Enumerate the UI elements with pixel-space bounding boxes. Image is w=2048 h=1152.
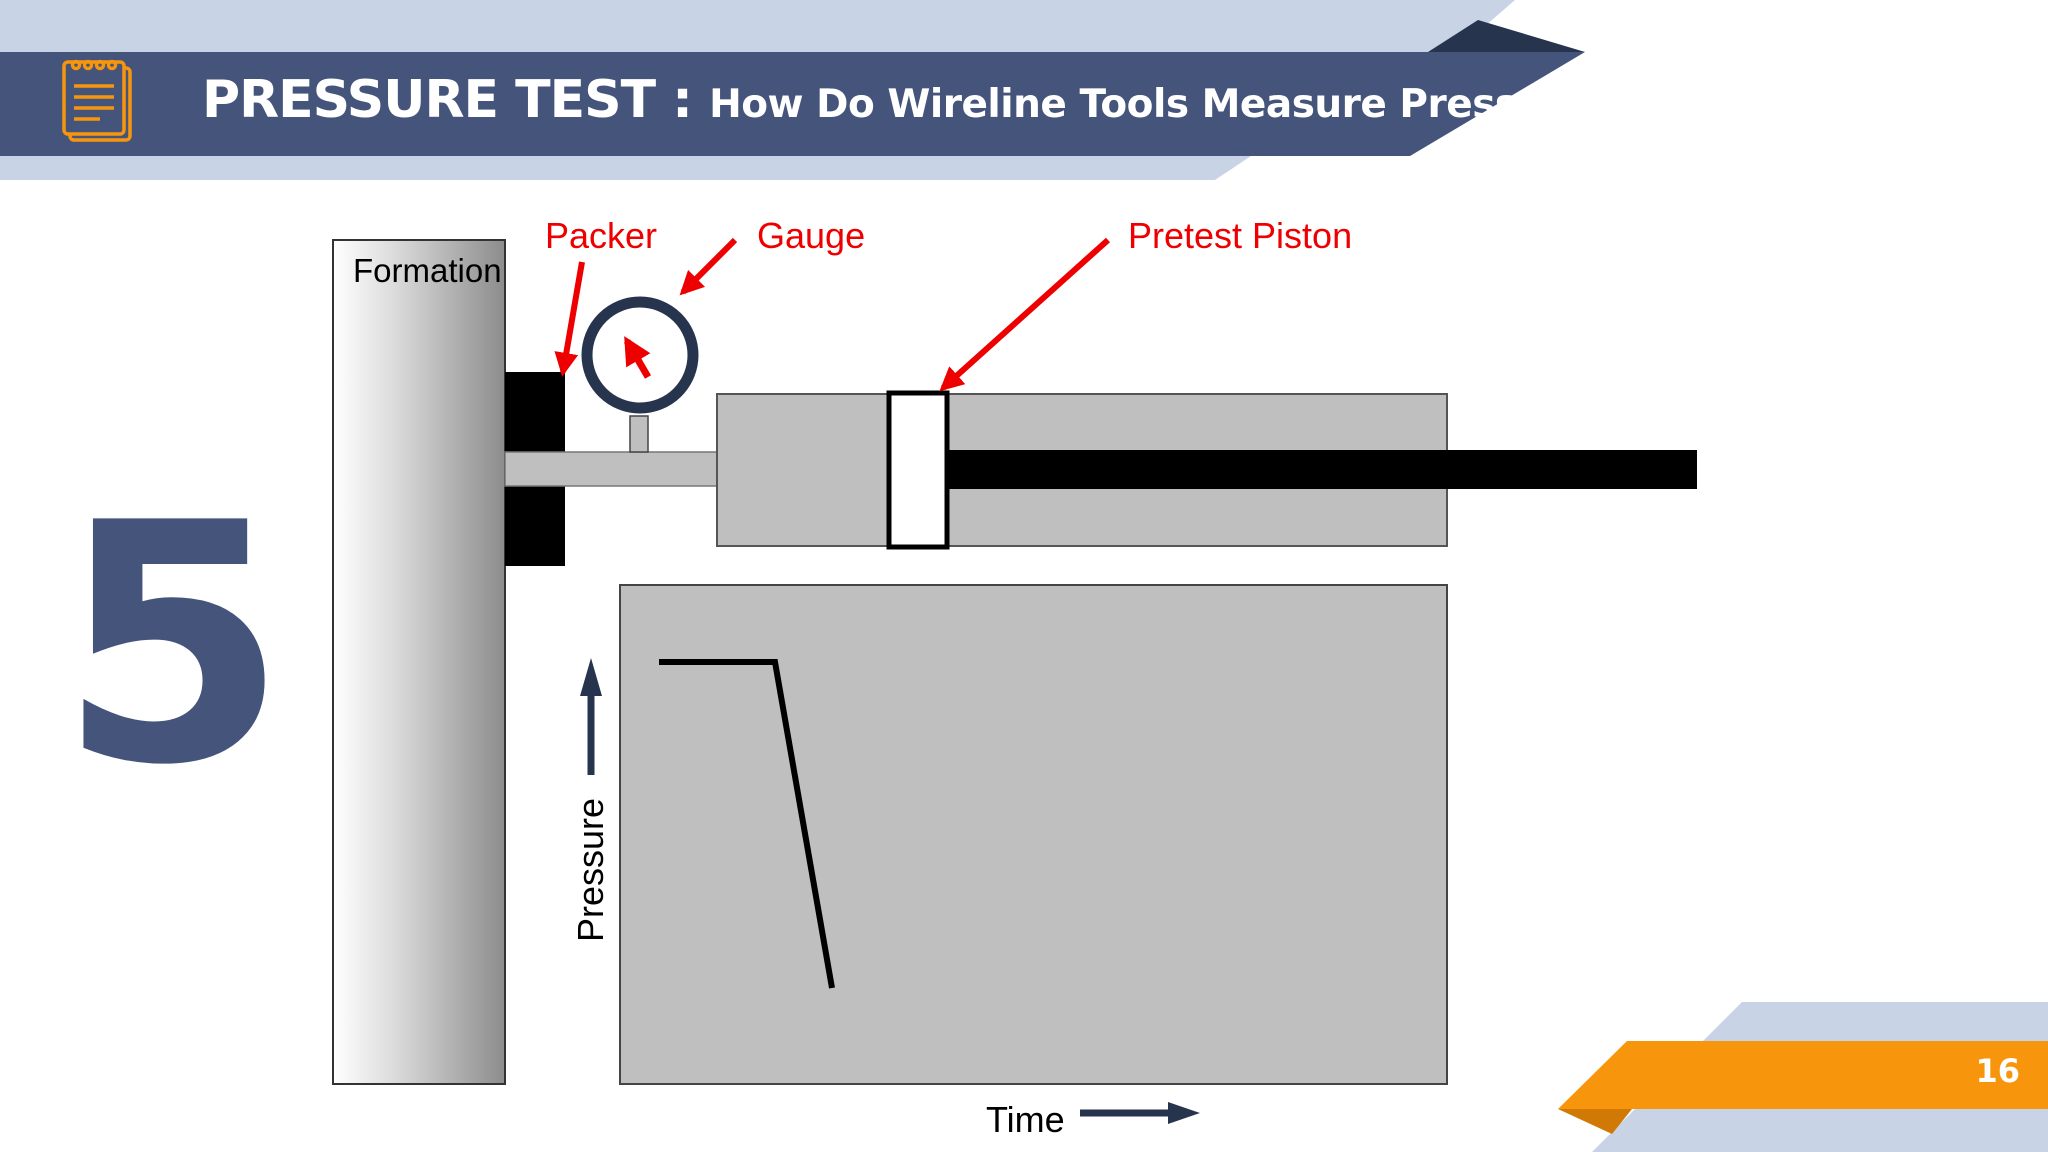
- title-main: PRESSURE TEST :: [202, 70, 693, 130]
- notepad-icon: [62, 59, 132, 142]
- step-number: 5: [58, 453, 288, 837]
- footer-orange-shadow: [1558, 1109, 1632, 1134]
- packer-bottom: [505, 486, 565, 566]
- piston-callout-arrow: [939, 237, 1111, 392]
- pressure-time-panel: [619, 584, 1448, 1085]
- pretest-piston: [886, 390, 950, 550]
- pressure-axis-arrowhead: [580, 658, 602, 696]
- time-axis-label: Time: [986, 1099, 1065, 1140]
- packer-callout-arrow: [554, 261, 585, 377]
- header-bottom-band: [0, 150, 1260, 180]
- formation-label: Formation: [353, 252, 502, 289]
- gauge-label: Gauge: [757, 215, 865, 256]
- gauge-dial: [581, 296, 699, 414]
- gauge-needle: [623, 336, 652, 379]
- packer-label: Packer: [545, 215, 657, 256]
- formation-wall: [332, 239, 506, 1085]
- pressure-trace: [659, 659, 835, 989]
- flow-line: [504, 451, 718, 487]
- footer-orange-bar: [1558, 1041, 2048, 1109]
- time-axis-arrowhead: [1168, 1102, 1200, 1124]
- page-title: PRESSURE TEST : How Do Wireline Tools Me…: [202, 70, 1590, 130]
- pretest-piston-label: Pretest Piston: [1128, 215, 1352, 256]
- gauge-callout-arrow: [679, 237, 738, 296]
- title-sub: How Do Wireline Tools Measure Pressure: [709, 82, 1590, 127]
- gauge-stem: [629, 415, 649, 453]
- packer-top: [505, 372, 565, 452]
- piston-rod: [947, 450, 1697, 489]
- header-dark-accent: [1428, 20, 1585, 52]
- header-bar: [0, 52, 1585, 156]
- header-top-band: [0, 0, 1515, 52]
- page-number: 16: [1975, 1052, 2020, 1090]
- pressure-axis-label: Pressure: [570, 798, 611, 942]
